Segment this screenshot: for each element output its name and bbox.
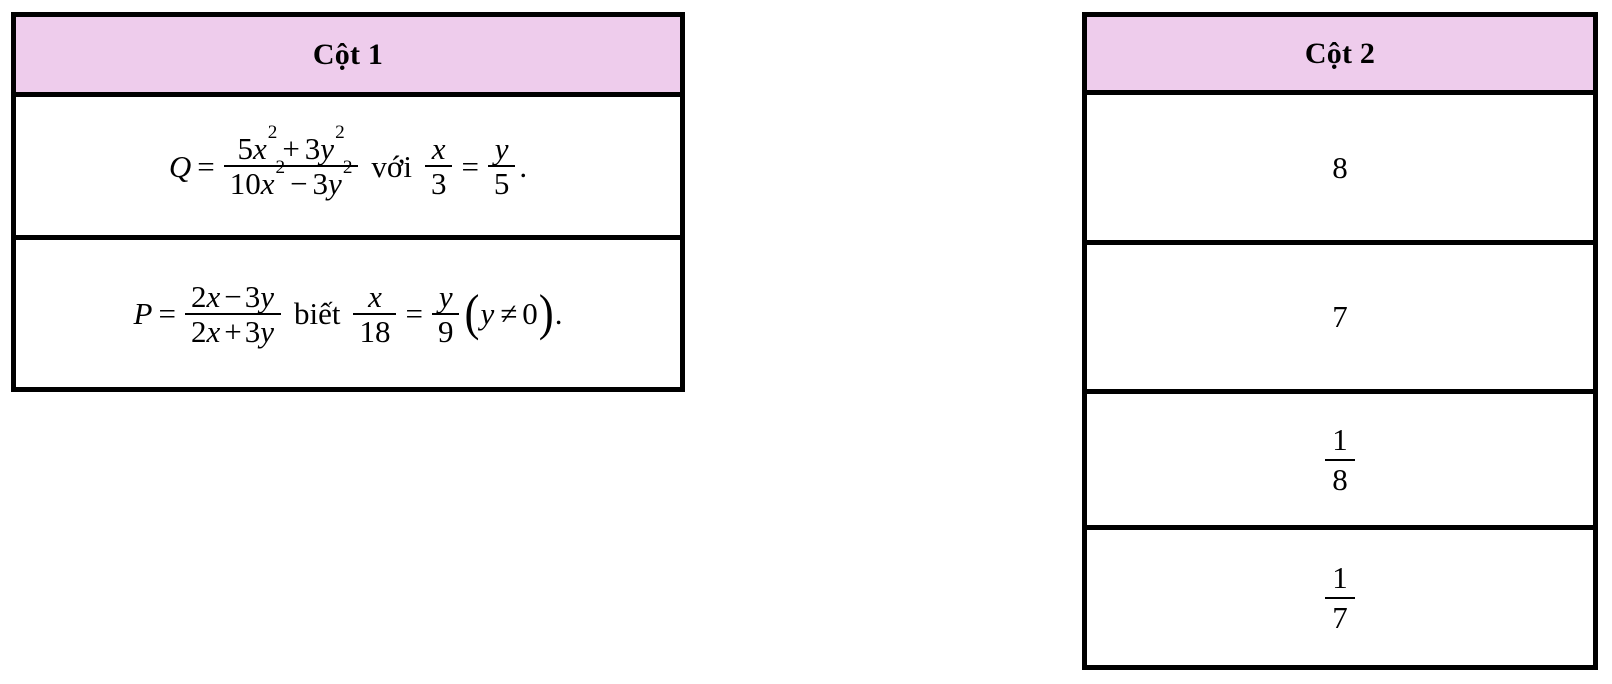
- formula-p-lhs: P: [133, 296, 153, 331]
- q-cond-left-den: 3: [430, 166, 447, 201]
- p-num-coef-1: 2: [190, 278, 207, 314]
- fraction-one-eighth: 1 8: [1325, 421, 1355, 499]
- formula-p: P = 2x−3y 2x+3y biết x 18 = y 9: [134, 280, 563, 348]
- formula-q-denominator: 10x2−3y2: [224, 158, 359, 201]
- formula-q-terminator: .: [519, 148, 528, 184]
- formula-q-fraction: 5x2+3y2 10x2−3y2: [223, 123, 359, 201]
- q-den-exp-1: 2: [275, 157, 286, 179]
- p-cond-right-bar: [431, 312, 460, 315]
- matching-table-column-2: Cột 2 8 7 1 8 1 7: [1082, 12, 1598, 670]
- formula-q-equals: =: [197, 148, 215, 184]
- p-den-coef-2: 3: [244, 313, 261, 349]
- formula-p-note-var: y: [480, 296, 495, 331]
- table-header-column-2: Cột 2: [1087, 17, 1593, 95]
- q-cond-right-bar: [487, 165, 516, 167]
- p-cond-left-num: x: [368, 278, 382, 314]
- fraction-one-eighth-numerator: 1: [1332, 421, 1348, 457]
- formula-p-note-value: 0: [522, 296, 538, 331]
- table-row-formula-q[interactable]: Q = 5x2+3y2 10x2−3y2 với x 3 = y: [16, 97, 680, 240]
- q-cond-right-num: y: [494, 131, 509, 166]
- q-num-exp-2: 2: [335, 122, 345, 144]
- q-num-var-1: x: [252, 131, 267, 166]
- q-den-coef-2: 3: [312, 166, 329, 201]
- formula-p-denominator: 2x+3y: [185, 315, 281, 348]
- p-cond-left-bar: [353, 312, 397, 315]
- formula-p-terminator: .: [554, 296, 563, 331]
- fraction-one-seventh-denominator: 7: [1332, 599, 1348, 635]
- p-num-coef-2: 3: [244, 278, 261, 314]
- p-cond-right-den: 9: [437, 313, 454, 349]
- p-den-op: +: [224, 313, 242, 349]
- formula-p-numerator: 2x−3y: [185, 280, 281, 313]
- q-num-op: +: [282, 131, 300, 166]
- q-cond-right-den: 5: [493, 166, 510, 201]
- table-row-formula-p[interactable]: P = 2x−3y 2x+3y biết x 18 = y 9: [16, 240, 680, 387]
- table-row-value-one-seventh[interactable]: 1 7: [1087, 530, 1593, 665]
- p-num-op: −: [224, 278, 242, 314]
- q-num-exp-1: 2: [267, 122, 278, 144]
- formula-p-note-relation: ≠: [500, 296, 518, 331]
- q-den-op: −: [290, 166, 308, 201]
- table-row-value-one-eighth[interactable]: 1 8: [1087, 394, 1593, 530]
- formula-p-condition-left: x 18: [353, 278, 397, 349]
- formula-p-condition-relation: =: [405, 296, 423, 331]
- p-cond-left-den: 18: [359, 313, 391, 349]
- formula-q-numerator: 5x2+3y2: [231, 123, 350, 166]
- q-den-exp-2: 2: [342, 157, 353, 179]
- q-den-var-1: x: [260, 166, 275, 201]
- formula-q-fraction-bar: [223, 165, 359, 167]
- p-den-coef-1: 2: [190, 313, 207, 349]
- column-2-header-label: Cột 2: [1304, 36, 1376, 70]
- fraction-one-seventh: 1 7: [1325, 559, 1355, 637]
- q-num-coef-1: 5: [237, 131, 253, 166]
- p-den-var-2: y: [260, 313, 274, 349]
- formula-p-note-open-paren: (: [464, 284, 480, 341]
- formula-q-connector: với: [371, 148, 412, 184]
- p-num-var-1: x: [206, 278, 221, 314]
- matching-table-column-1: Cột 1 Q = 5x2+3y2 10x2−3y2 với x 3 =: [11, 12, 685, 392]
- fraction-one-seventh-numerator: 1: [1332, 559, 1348, 595]
- fraction-one-eighth-bar: [1325, 458, 1355, 461]
- q-num-coef-2: 3: [304, 131, 321, 166]
- formula-q-condition-relation: =: [461, 148, 479, 184]
- formula-q-condition-left: x 3: [424, 131, 453, 201]
- formula-q-lhs: Q: [168, 148, 192, 184]
- formula-p-fraction-bar: [184, 312, 281, 315]
- q-num-var-2: y: [320, 131, 335, 166]
- q-den-var-2: y: [328, 166, 342, 201]
- formula-p-fraction: 2x−3y 2x+3y: [184, 280, 281, 348]
- formula-q: Q = 5x2+3y2 10x2−3y2 với x 3 = y: [168, 123, 528, 201]
- formula-p-note-close-paren: ): [538, 284, 554, 341]
- column-1-header-label: Cột 1: [312, 37, 384, 71]
- q-cond-left-num: x: [431, 131, 446, 166]
- fraction-one-seventh-bar: [1325, 596, 1355, 599]
- formula-p-connector: biết: [293, 296, 341, 331]
- q-den-coef-1: 10: [229, 166, 261, 201]
- table-row-value-7[interactable]: 7: [1087, 245, 1593, 394]
- table-header-column-1: Cột 1: [16, 17, 680, 97]
- formula-p-equals: =: [158, 296, 176, 331]
- table-row-value-8[interactable]: 8: [1087, 95, 1593, 245]
- formula-p-condition-right: y 9: [431, 278, 460, 349]
- formula-q-condition-right: y 5: [487, 131, 516, 201]
- q-cond-left-bar: [424, 165, 453, 167]
- p-cond-right-num: y: [438, 278, 453, 314]
- p-den-var-1: x: [206, 313, 221, 349]
- value-7: 7: [1332, 299, 1348, 334]
- p-num-var-2: y: [260, 278, 274, 314]
- fraction-one-eighth-denominator: 8: [1332, 461, 1348, 497]
- value-8: 8: [1332, 149, 1348, 185]
